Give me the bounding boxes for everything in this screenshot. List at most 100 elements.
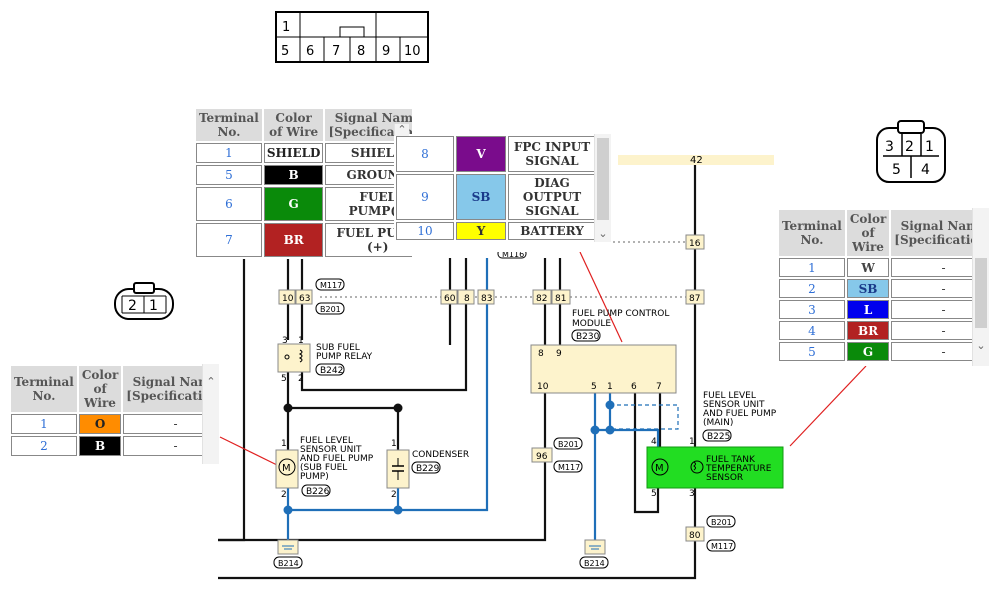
scroll-down-icon[interactable]: ⌄ [598, 227, 608, 240]
scroll-up-icon[interactable]: ⌃ [206, 375, 216, 388]
pin-label: 5 [651, 489, 657, 499]
temp-sensor-line3: SENSOR [706, 473, 743, 483]
scrollbar-top-middle[interactable]: ⌄ [594, 134, 611, 242]
pin-label: 8 [538, 349, 544, 359]
terminal-cell: 1 [196, 143, 262, 163]
relay-name-1: SUB FUEL [316, 343, 360, 353]
top-pin-label: 8 [357, 44, 365, 59]
pin-label: 5 [281, 374, 287, 384]
right-pin-label: 5 [892, 162, 901, 178]
terminal-10: 10 [282, 294, 294, 304]
motor-symbol: M [282, 463, 291, 474]
terminal-table-top-left: Terminal No. Color of Wire Signal Name [… [194, 107, 412, 259]
pin-label: 1 [607, 382, 613, 392]
scroll-down-icon[interactable]: ⌄ [976, 339, 986, 352]
scroll-up-icon[interactable]: ⌃ [397, 123, 407, 136]
top-pin-label: 5 [281, 44, 289, 59]
terminal-cell: 8 [396, 136, 454, 172]
pin-label: 2 [298, 374, 304, 384]
wire-color-cell: V [456, 136, 506, 172]
inline-terminals: 10 63 60 8 83 82 81 87 16 96 80 [278, 234, 705, 542]
right-pin-label: 4 [921, 162, 930, 178]
terminal-8: 8 [464, 294, 470, 304]
wire-color-cell: SB [456, 174, 506, 220]
wire-color-cell: BR [263, 223, 324, 257]
tag-m116: M116 [502, 250, 524, 259]
signal-cell: - [891, 321, 973, 340]
tag-b201: B201 [320, 305, 341, 314]
top-pin-label: 10 [404, 44, 421, 59]
signal-cell: BATTERY [508, 222, 596, 240]
ground-left: B214 [273, 539, 303, 569]
terminal-table-left: Terminal No. Color of Wire Signal Name [… [9, 364, 219, 464]
sub-pump-line1: FUEL LEVEL [300, 436, 353, 446]
top-pin-label: 7 [332, 44, 340, 59]
tag-m117: M117 [320, 281, 342, 290]
temp-sensor-line2: TEMPERATURE [705, 464, 772, 474]
scrollbar-left[interactable]: ⌃ [202, 364, 219, 464]
top-pin-label: 9 [382, 44, 390, 59]
top-pin-label: 1 [282, 20, 290, 35]
sub-pump-line5: PUMP) [300, 472, 329, 482]
terminal-96: 96 [536, 452, 548, 462]
condenser-name: CONDENSER [412, 450, 469, 460]
scroll-thumb[interactable] [597, 138, 609, 220]
header-terminal: Terminal No. [196, 109, 262, 141]
relay-name-2: PUMP RELAY [316, 352, 373, 362]
pin-label: 3 [689, 489, 695, 499]
connector-pinout-right: 3 2 1 5 4 [876, 120, 946, 183]
wire-color-cell: Y [456, 222, 506, 240]
bus-label: 42 [690, 155, 703, 166]
terminal-63: 63 [299, 294, 310, 304]
terminal-81: 81 [555, 294, 566, 304]
header-terminal: Terminal No. [11, 366, 77, 412]
left-pin-label: 2 [128, 298, 137, 314]
right-pin-label: 1 [925, 139, 934, 155]
scrollbar-top-left[interactable]: ⌃ [394, 124, 409, 136]
pin-label: 1 [281, 439, 287, 449]
pin-label: 2 [281, 490, 287, 500]
wire-color-cell: B [78, 436, 122, 456]
signal-cell: DIAG OUTPUT SIGNAL [508, 174, 596, 220]
terminal-table-right: Terminal No. Color of Wire Signal Name [… [777, 208, 973, 366]
splice-dots [283, 400, 615, 515]
pin-label: 6 [631, 382, 637, 392]
pin-label: 9 [556, 349, 562, 359]
sub-pump-line4: (SUB FUEL [300, 463, 347, 473]
wire-color-cell: BR [846, 321, 890, 340]
wire-color-cell: SB [846, 279, 890, 298]
signal-cell: FPC INPUT SIGNAL [508, 136, 596, 172]
top-pin-label: 6 [306, 44, 314, 59]
wire-color-cell: O [78, 414, 122, 434]
header-signal: Signal Name [Specification] [325, 109, 412, 141]
scroll-thumb[interactable] [975, 258, 987, 328]
condenser: 1 2 CONDENSER B229 [386, 439, 469, 500]
sub-pump-line3: AND FUEL PUMP [300, 454, 374, 464]
pin-label: 1 [298, 336, 304, 346]
signal-cell: GROUND [325, 165, 412, 185]
terminal-16: 16 [689, 239, 701, 249]
main-pump-line1: FUEL LEVEL [703, 391, 756, 401]
header-signal: Signal Name [Specification] [891, 210, 973, 256]
signal-cell: - [891, 342, 973, 361]
header-color: Color of Wire [846, 210, 890, 256]
terminal-cell: 2 [779, 279, 845, 298]
tag-m117: M117 [711, 542, 733, 551]
relay-tag: B242 [320, 366, 343, 376]
wire-color-cell: SHIELD [263, 143, 324, 163]
fpcm-tag: B230 [576, 332, 600, 342]
connector-pinout-left: 2 1 [114, 282, 174, 320]
connector-tags: M117 B201 M116 B201 M117 B201 M117 [315, 248, 736, 552]
ground-tag: B214 [278, 559, 299, 568]
fpcm-name-1: FUEL PUMP CONTROL [572, 309, 669, 319]
pin-label: 7 [656, 382, 662, 392]
terminal-cell: 10 [396, 222, 454, 240]
terminal-87: 87 [689, 294, 700, 304]
header-color: Color of Wire [78, 366, 122, 412]
scrollbar-right[interactable]: ⌄ [972, 208, 989, 366]
terminal-82: 82 [536, 294, 547, 304]
tag-b201: B201 [558, 440, 579, 449]
tag-m117: M117 [558, 463, 580, 472]
signal-cell: SHIELD [325, 143, 412, 163]
